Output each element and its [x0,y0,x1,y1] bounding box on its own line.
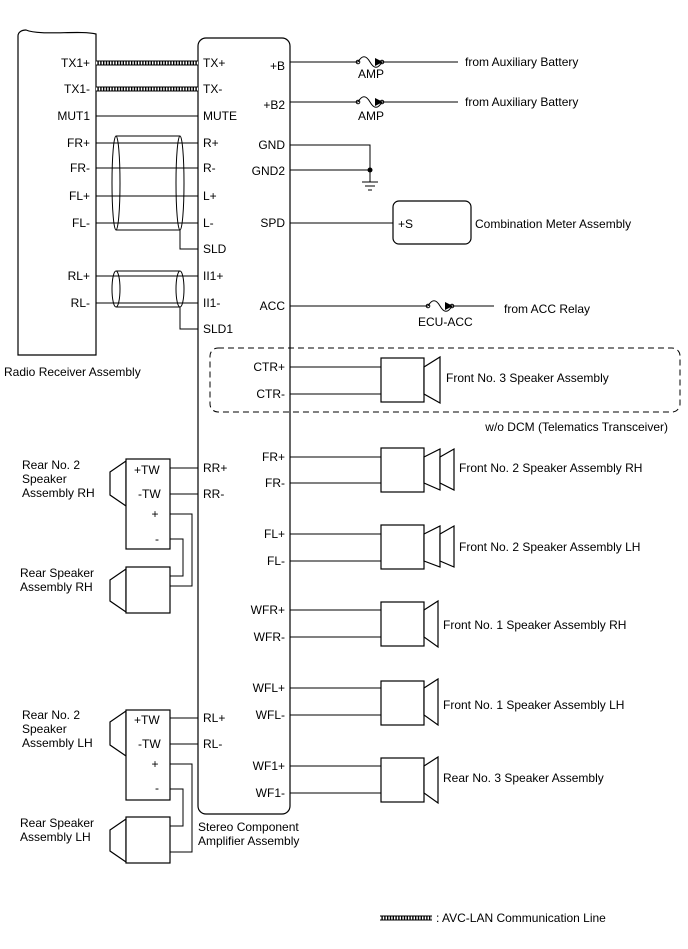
option-note: w/o DCM (Telematics Transceiver) [484,420,668,434]
speaker-icon [380,355,441,405]
amp-pin: SPD [260,216,285,230]
amp-pin: L- [203,216,214,230]
tweeter-pin: - [155,781,159,795]
radio-receiver-label: Radio Receiver Assembly [4,365,141,379]
tweeter-pin: +TW [134,463,160,477]
amp-pin: FR- [265,476,285,490]
speaker-icon [380,755,439,805]
amp-pin: WF1- [256,786,285,800]
amp-pin: L+ [203,189,217,203]
radio-pin: FR- [70,161,90,175]
amp-pin: CTR+ [253,360,285,374]
tweeter-pin: + [151,757,158,771]
amp-pin: RR- [203,487,224,501]
amp-pin: WFR- [254,630,285,644]
speaker-icon [380,677,439,727]
speaker-label: Front No. 3 Speaker Assembly [446,371,609,385]
rear-tweeter-label: Assembly LH [22,736,93,750]
amp-pin: R+ [203,136,219,150]
fuse-label: ECU-ACC [418,315,473,329]
amp-pin: +B [270,59,285,73]
right-speaker-wiring [290,366,381,794]
tweeter-pin: + [151,507,158,521]
rear-tweeter-label: Speaker [22,722,67,736]
amp-pin: RR+ [203,461,227,475]
meter-label: Combination Meter Assembly [475,217,631,231]
amp-pin: SLD [203,242,227,256]
amp-pin: MUTE [203,109,237,123]
amp-pin: +B2 [263,98,285,112]
amp-pin: RL+ [203,711,225,725]
amp-pin: RL- [203,737,222,751]
amp-pin: TX- [203,82,222,96]
amp-pin: II1- [203,296,220,310]
rear-speaker-label: Assembly RH [20,580,93,594]
tweeter-pin: -TW [138,737,161,751]
amp-pin: FL+ [264,527,285,541]
amp-pin: WFL- [256,708,285,722]
power-source-label: from Auxiliary Battery [465,95,578,109]
radio-pin: FL- [72,216,90,230]
speaker-label: Front No. 1 Speaker Assembly RH [443,618,626,632]
speaker-icon [380,447,455,493]
rear-speaker-label: Assembly LH [20,830,91,844]
tweeter-pin: - [155,532,159,546]
amp-pin: GND2 [252,164,286,178]
tweeter-pin: +TW [134,713,160,727]
power-source-label: from ACC Relay [504,302,590,316]
amp-pin: FL- [267,554,285,568]
radio-amp-wiring [96,60,198,330]
tweeter-pin: -TW [138,487,161,501]
amplifier-label: Amplifier Assembly [198,834,299,848]
amp-pin: GND [258,138,285,152]
legend-label: : AVC-LAN Communication Line [436,911,606,925]
power-source-label: from Auxiliary Battery [465,55,578,69]
fuse-label: AMP [358,109,384,123]
radio-receiver: Radio Receiver Assembly TX1+ TX1- MUT1 F… [4,29,141,379]
rear-tweeter-label: Rear No. 2 [22,708,80,722]
radio-pin: FR+ [67,136,90,150]
rear-rh-group: Rear No. 2 Speaker Assembly RH +TW -TW +… [20,458,198,614]
option-group: w/o DCM (Telematics Transceiver) [209,347,681,434]
rear-speaker-label: Rear Speaker [20,566,94,580]
amp-pin: WF1+ [253,759,285,773]
amplifier-label: Stereo Component [198,820,299,834]
combination-meter-box [392,200,472,245]
rear-speaker-label: Rear Speaker [20,816,94,830]
amp-pin: SLD1 [203,322,233,336]
fuse-label: AMP [358,67,384,81]
radio-pin: TX1+ [61,56,90,70]
speaker-icon [380,599,439,649]
amp-pin: FR+ [262,450,285,464]
radio-pin: RL- [71,296,90,310]
legend: : AVC-LAN Communication Line [380,911,606,925]
radio-pin: RL+ [68,269,90,283]
speaker-label: Front No. 2 Speaker Assembly RH [459,461,642,475]
rear-tweeter-label: Rear No. 2 [22,458,80,472]
power-circuit: AMP from Auxiliary Battery AMP from Auxi… [290,55,631,329]
rear-tweeter-label: Speaker [22,472,67,486]
speaker-label: Front No. 2 Speaker Assembly LH [459,540,640,554]
speaker-label: Rear No. 3 Speaker Assembly [443,771,604,785]
amp-pin: WFL+ [253,681,285,695]
amp-pin: WFR+ [251,603,285,617]
speaker-label: Front No. 1 Speaker Assembly LH [443,698,624,712]
radio-pin: FL+ [69,189,90,203]
speaker-icon [380,524,455,570]
rear-lh-group: Rear No. 2 Speaker Assembly LH +TW -TW +… [20,708,198,864]
amp-pin: R- [203,161,216,175]
radio-pin: MUT1 [57,109,90,123]
amp-pin: ACC [260,299,286,313]
radio-pin: TX1- [64,82,90,96]
amp-pin: II1+ [203,269,223,283]
amp-pin: CTR- [256,387,285,401]
meter-pin: +S [398,217,413,231]
amp-pin: TX+ [203,56,225,70]
stereo-amplifier: Stereo Component Amplifier Assembly TX+ … [197,37,299,848]
rear-tweeter-label: Assembly RH [22,486,95,500]
